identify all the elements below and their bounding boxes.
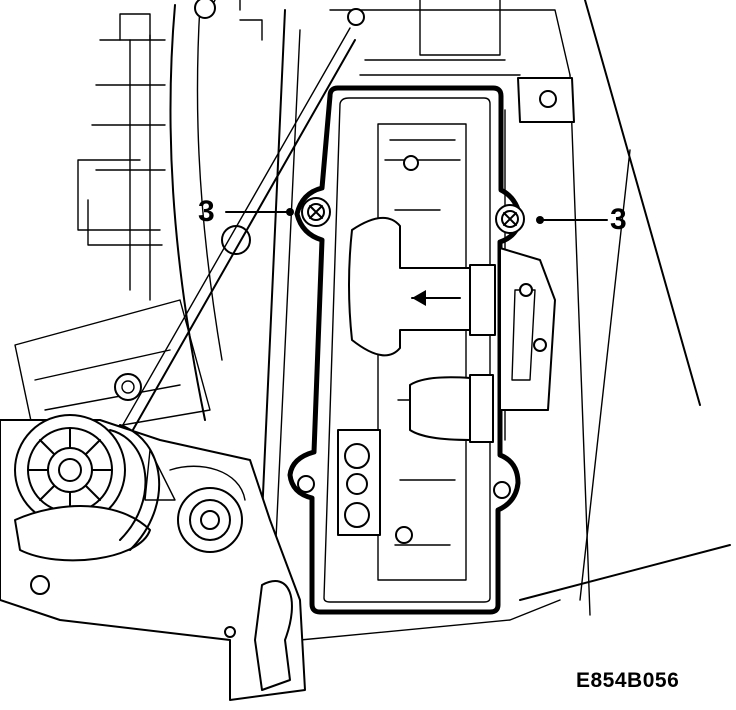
regulator-pulley-assembly [0, 414, 306, 701]
callout-leader-left [225, 208, 294, 216]
figure-reference-code: E854B056 [576, 669, 680, 692]
screw-right [495, 204, 525, 234]
callout-label-left: 3 [198, 195, 215, 228]
switch-housing [287, 85, 556, 615]
callout-leader-right [536, 216, 608, 224]
pulley-spokes [27, 427, 113, 513]
callout-label-right: 3 [610, 203, 627, 236]
screw-left [301, 197, 331, 227]
